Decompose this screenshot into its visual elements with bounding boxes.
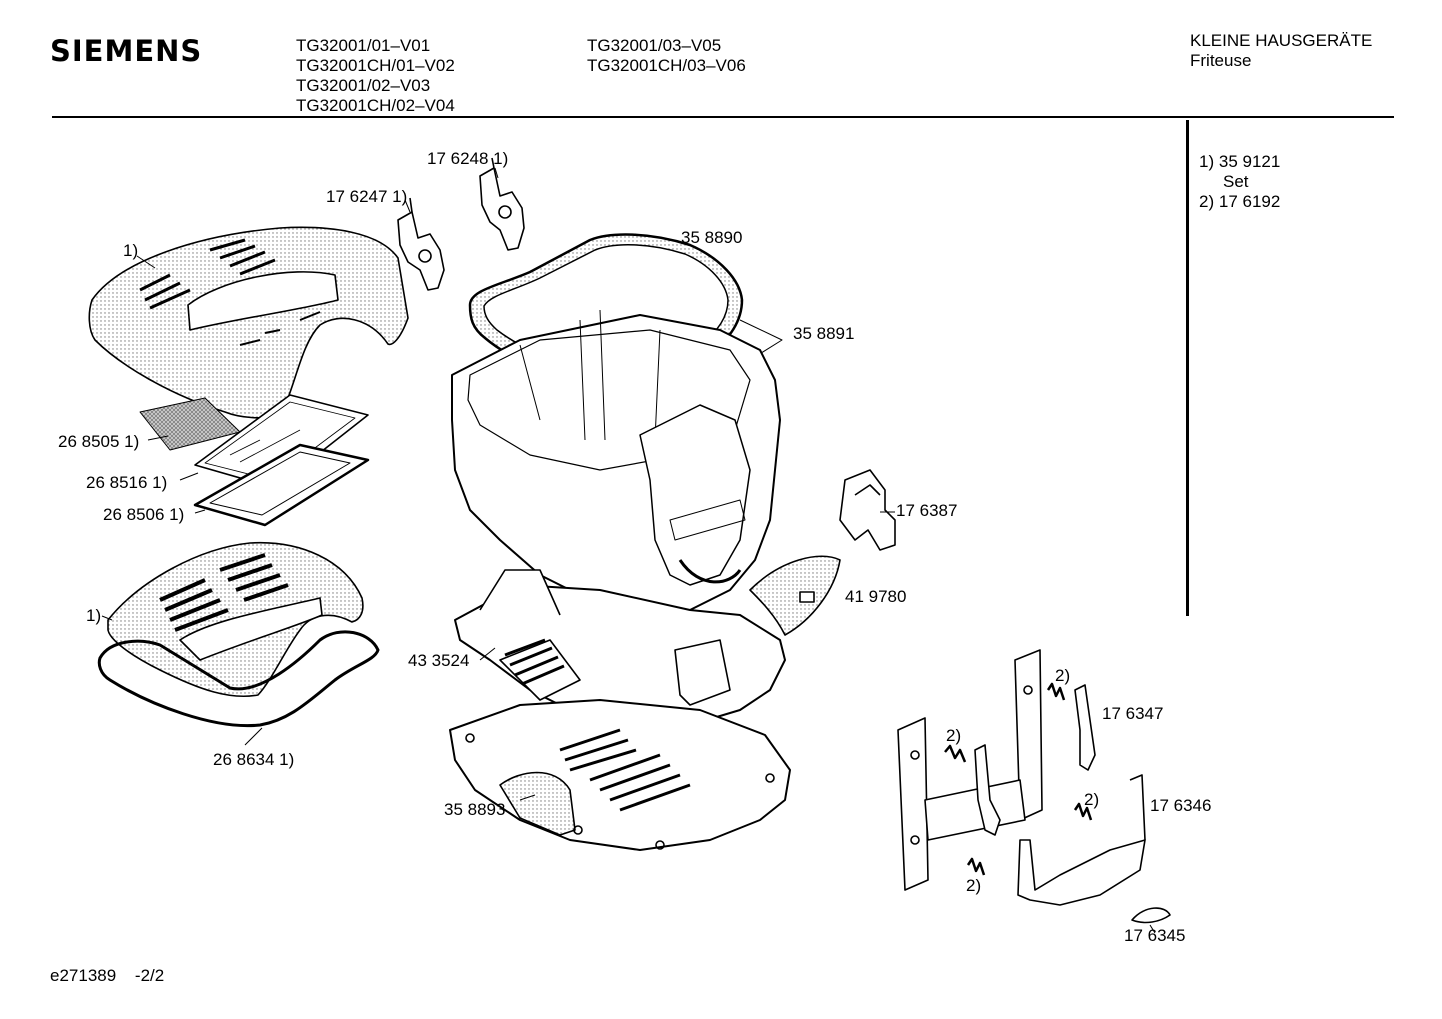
part-label-358893: 35 8893: [444, 800, 506, 819]
notes-divider: [1186, 120, 1189, 616]
footnote-1-sub: Set: [1223, 172, 1249, 191]
part-label-spring-d: 2): [966, 876, 982, 895]
part-label-grille: 1): [86, 606, 102, 625]
footnote-value: 17 6192: [1218, 192, 1281, 211]
switch-part: [839, 469, 896, 551]
part-label-268516: 26 8516 1): [86, 473, 168, 492]
base-plate-part: [454, 569, 786, 726]
part-label-176247: 17 6247 1): [326, 187, 408, 206]
page-number: -2/2: [134, 966, 165, 985]
footnote-key: 1): [1199, 152, 1215, 171]
product-info: KLEINE HAUSGERÄTE Friteuse: [1190, 31, 1372, 71]
header-divider: [52, 116, 1394, 118]
part-label-358891: 35 8891: [793, 324, 855, 343]
footnote-key: 2): [1199, 192, 1215, 211]
latch-cap-part: [1131, 907, 1171, 924]
footnote-value: 35 9121: [1218, 152, 1281, 171]
housing-part: [451, 309, 781, 616]
product-category: KLEINE HAUSGERÄTE: [1190, 31, 1373, 50]
part-label-176345: 17 6345: [1124, 926, 1186, 945]
model-number: TG32001/01–V01: [296, 36, 431, 55]
model-number: TG32001CH/02–V04: [296, 96, 455, 115]
leader-line: [479, 647, 496, 661]
lid-part: [88, 226, 409, 419]
leader-line: [194, 509, 206, 514]
footnote-list: 1) 35 9121 Set 2) 17 6192: [1199, 152, 1280, 212]
product-name: Friteuse: [1190, 51, 1252, 70]
window-frame-part: [193, 443, 370, 527]
gasket-part: [97, 630, 380, 728]
part-label-433524: 43 3524: [408, 651, 470, 670]
footer: e271389 -2/2: [50, 966, 164, 986]
model-number: TG32001CH/01–V02: [296, 56, 455, 75]
model-list-2: TG32001/03–V05 TG32001CH/03–V06: [587, 36, 746, 76]
part-label-176347: 17 6347: [1102, 704, 1164, 723]
part-label-419780: 41 9780: [845, 587, 907, 606]
leader-line: [519, 794, 536, 801]
model-number: TG32001/03–V05: [587, 36, 722, 55]
part-label-268634: 26 8634 1): [213, 750, 295, 769]
hinge-right-part: [479, 157, 525, 251]
part-label-268506: 26 8506 1): [103, 505, 185, 524]
leader-line: [101, 615, 113, 621]
model-number: TG32001CH/03–V06: [587, 56, 746, 75]
leader-line: [404, 199, 411, 213]
drawing-code: e271389: [50, 966, 117, 985]
leader-line: [1149, 924, 1156, 934]
leader-line: [179, 472, 199, 481]
part-label-176387: 17 6387: [896, 501, 958, 520]
part-label-spring-b: 2): [946, 726, 962, 745]
hinge-left-part: [397, 197, 445, 291]
latch-bracket-part: [897, 649, 1043, 891]
footnote-1: 1) 35 9121: [1199, 152, 1280, 172]
part-label-lid: 1): [123, 241, 139, 260]
side-cover-part: [749, 555, 841, 636]
carriage-part: [1017, 774, 1146, 906]
part-label-176346: 17 6346: [1150, 796, 1212, 815]
part-label-358890: 35 8890: [681, 228, 743, 247]
part-label-268505: 26 8505 1): [58, 432, 140, 451]
part-label-spring-c: 2): [1084, 790, 1100, 809]
latch-lever-right-part: [1074, 684, 1096, 771]
leader-line: [244, 727, 263, 746]
spring-icon: [1073, 802, 1093, 821]
leader-line: [147, 435, 169, 441]
spring-icon: [1046, 682, 1066, 701]
vent-grille-part: [107, 541, 364, 698]
leader-line: [494, 167, 499, 179]
part-label-spring-a: 2): [1055, 666, 1071, 685]
latch-lever-part: [974, 744, 1001, 836]
spring-icon: [944, 744, 967, 763]
model-list-1: TG32001/01–V01 TG32001CH/01–V02 TG32001/…: [296, 36, 455, 116]
brand-logo: SIEMENS: [50, 34, 203, 68]
footnote-2: 2) 17 6192: [1199, 192, 1280, 212]
part-label-176248: 17 6248 1): [427, 149, 509, 168]
bottom-shell-part: [449, 699, 791, 851]
springs: [944, 682, 1093, 876]
spring-icon: [966, 857, 986, 876]
model-number: TG32001/02–V03: [296, 76, 431, 95]
leader-line: [136, 255, 156, 269]
